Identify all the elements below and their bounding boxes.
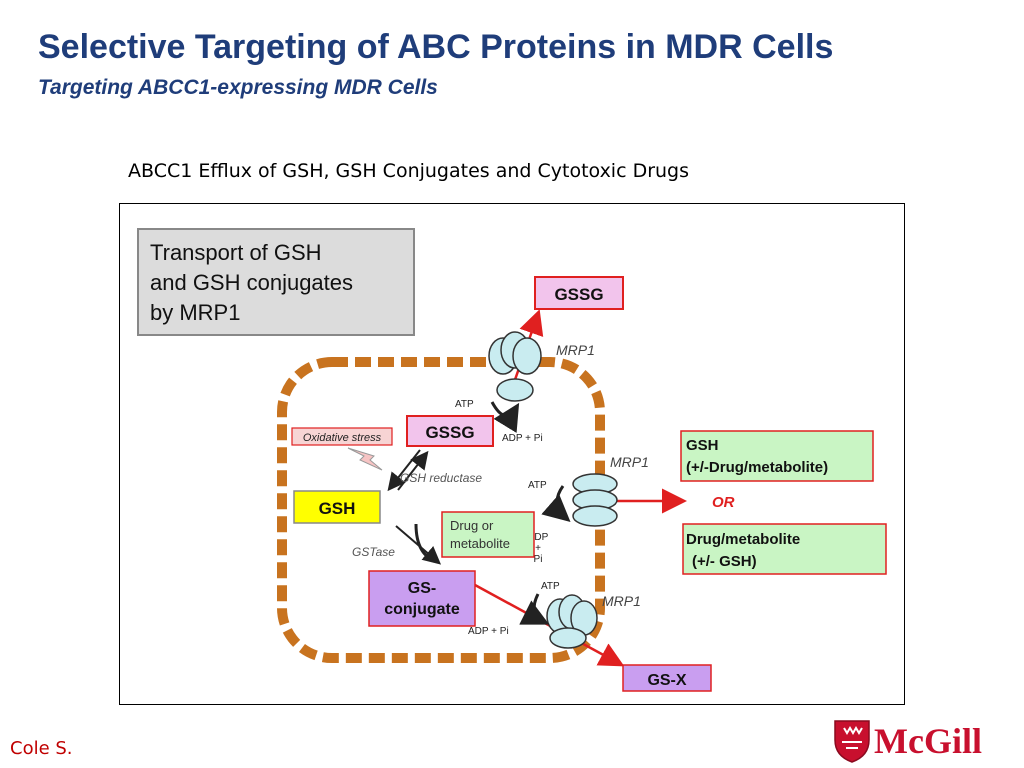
diagram-frame: Transport of GSH and GSH conjugates by M… [119,203,905,705]
oxidative-stress-box: Oxidative stress [291,427,393,446]
slide-title: Selective Targeting of ABC Proteins in M… [38,28,834,66]
gsh-label: GSH [319,499,356,518]
atp-label-bottom: ATP [541,581,560,592]
mrp1-label-bottom: MRP1 [602,593,641,609]
mcgill-wordmark: McGill [874,721,982,761]
slide-subtitle: Targeting ABCC1-expressing MDR Cells [38,76,438,99]
drug-line-2: metabolite [450,536,510,551]
gssg-out-label: GSSG [554,285,603,304]
shield-icon [834,720,870,763]
adp-pi-label-top: ADP + Pi [502,433,543,444]
mrp1-transport-diagram: Transport of GSH and GSH conjugates by M… [137,228,887,692]
gsx-label: GS-X [647,672,686,689]
mcgill-logo: McGill [830,716,1010,764]
adp-stack-1: ADP [528,532,549,543]
or-label: OR [712,494,735,511]
gsh-out-line-2: (+/-Drug/metabolite) [686,459,828,476]
drug-out-line-2: (+/- GSH) [692,553,757,570]
atp-arc-top [490,401,520,433]
adp-stack-3: Pi [534,554,543,565]
lightning-icon [347,447,383,471]
author-credit: Cole S. [10,738,73,759]
drug-metabolite-box: Drug or metabolite [441,511,535,558]
atp-label-top: ATP [455,399,474,410]
gstase-label: GSTase [352,545,395,559]
atp-arc-bottom [519,593,550,625]
gssg-out-box: GSSG [534,276,624,310]
gs-conjugate-box: GS- conjugate [368,570,476,627]
mrp1-pump-top [488,331,542,402]
header-line-2: and GSH conjugates [150,270,353,295]
gssg-in-box: GSSG [406,415,494,447]
mrp1-label-top: MRP1 [556,342,595,358]
drug-out-line-1: Drug/metabolite [686,531,800,548]
header-line-1: Transport of GSH [150,240,322,265]
gstase-arrow [395,525,442,565]
drug-out-box: Drug/metabolite (+/- GSH) [682,523,887,575]
gssg-in-label: GSSG [425,423,474,442]
gsh-box: GSH [293,490,381,524]
mrp1-pump-bottom [546,594,598,649]
adp-stack-2: + [535,543,541,554]
gs-conjugate-line-1: GS- [408,580,436,597]
gs-conjugate-line-2: conjugate [384,601,460,618]
gstase-curve [414,523,439,564]
atp-arc-middle [541,485,571,522]
atp-label-middle: ATP [528,480,547,491]
adp-pi-label-bottom: ADP + Pi [468,626,509,637]
gsh-out-box: GSH (+/-Drug/metabolite) [680,430,874,482]
mrp1-label-middle: MRP1 [610,454,649,470]
gsh-reductase-label: GSH reductase [400,471,482,485]
header-line-3: by MRP1 [150,300,240,325]
header-box: Transport of GSH and GSH conjugates by M… [137,228,415,336]
gsx-box: GS-X [622,664,712,692]
reductase-arrow-up [397,450,429,491]
gsh-out-line-1: GSH [686,437,719,454]
oxidative-stress-label: Oxidative stress [303,432,382,444]
mrp1-pump-middle [572,473,618,527]
drug-line-1: Drug or [450,518,494,533]
diagram-caption: ABCC1 Efflux of GSH, GSH Conjugates and … [128,160,690,182]
